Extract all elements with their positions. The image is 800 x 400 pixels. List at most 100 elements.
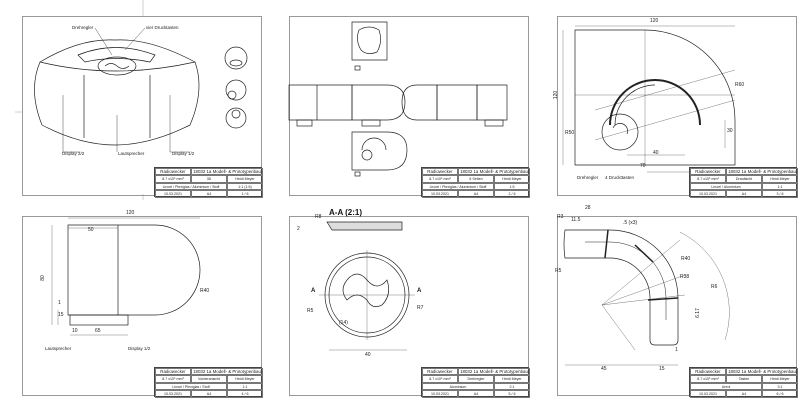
tb-author: Heidi Meyer — [227, 175, 263, 183]
dim-15: 15 — [659, 366, 665, 372]
tb-scale: 2:1 — [494, 383, 530, 390]
label-drehregler: Drehregler — [72, 25, 94, 30]
tb-material: Ureol — [690, 383, 762, 390]
dim-15: 15 — [58, 312, 64, 318]
tb-size: A4 — [191, 190, 227, 198]
radio-3d-drawing — [15, 0, 248, 200]
tb-view: 6 Seiten — [458, 175, 494, 183]
dim-11-5: 11.5 — [571, 217, 581, 223]
section-marker-right: A — [417, 288, 422, 294]
tb-view: Draufsicht — [726, 175, 762, 183]
tb-product: Radiowecker — [690, 168, 726, 175]
tb-material: Linoel / Plexiglas / Aluminium / Stoff — [155, 183, 227, 190]
tb-page: 4 / 6 — [227, 390, 263, 398]
tb-volume: 8.7 x10⁵ mm³ — [155, 375, 191, 383]
tb-view: Drehregler — [458, 375, 494, 383]
label-lautsprecher: Lautsprecher — [45, 346, 72, 351]
tb-author: Heidi Meyer — [494, 175, 530, 183]
tb-volume: 8.7 x10⁵ mm³ — [690, 175, 726, 183]
drawing-frame — [22, 216, 262, 396]
tb-size: A4 — [726, 190, 762, 198]
tb-material: Linoel / Plexiglas / Aluminium / Stoff — [422, 183, 494, 190]
tb-course: 18032 1a Modell- & Prototypenbau — [191, 368, 263, 375]
tb-date: 10.03.2021 — [155, 190, 191, 198]
tb-page: 6 / 6 — [762, 390, 798, 398]
dim-r40: R40 — [681, 256, 691, 262]
tb-author: Heidi Meyer — [494, 375, 530, 383]
label-display-2: Display 2/2 — [62, 151, 85, 156]
sheet-5-knob: A-A (2:1) R8 2 R5 R7 (14) 40 A A Radiowe… — [267, 200, 532, 400]
dim-r6: R6 — [711, 284, 718, 290]
label-display-1: Display 1/2 — [172, 151, 195, 156]
label-drehregler: Drehregler — [577, 175, 599, 180]
dim-40: 40 — [365, 352, 371, 358]
dim-width: 120 — [126, 210, 135, 216]
dim-depth: 120 — [553, 90, 560, 100]
dim-height: 80 — [39, 275, 46, 281]
tb-course: 18032 1a Modell- & Prototypenbau — [458, 168, 530, 175]
dim-r5: R5 — [307, 308, 314, 314]
tb-product: Radiowecker — [155, 368, 191, 375]
label-lautsprecher: Lautsprecher — [118, 151, 145, 156]
dim-r38: R38 — [680, 274, 690, 280]
dim-r5: R5 — [555, 268, 562, 274]
tb-size: A4 — [458, 190, 494, 198]
section-marker-left: A — [311, 288, 316, 294]
dim-10: 10 — [72, 328, 78, 334]
tb-view: Tasten — [726, 375, 762, 383]
dim-45: 45 — [601, 366, 607, 372]
sheet-4-front-view: 120 50 80 R40 10 65 15 1 Lautsprecher Di… — [0, 200, 265, 400]
drawing-frame — [557, 16, 797, 196]
tb-scale: 1:1 — [762, 183, 798, 190]
sheet-1-3d-view: Drehregler vier Drucktasten Display 2/2 … — [0, 0, 265, 200]
tb-date: 10.03.2021 — [690, 190, 726, 198]
drawing-frame — [289, 216, 529, 396]
tb-product: Radiowecker — [690, 368, 726, 375]
tb-scale: 1:1 — [227, 383, 263, 390]
tb-volume: 8.7 x10⁵ mm³ — [422, 175, 458, 183]
tb-size: A4 — [191, 390, 227, 398]
dim-r7: R7 — [417, 305, 424, 311]
drawing-frame — [289, 16, 529, 196]
dim-width: 120 — [650, 18, 659, 24]
tb-course: 18032 1a Modell- & Prototypenbau — [726, 368, 798, 375]
tb-material: Linoel / Plexiglas / Stoff — [155, 383, 227, 390]
dim-70: 70 — [640, 163, 646, 169]
tb-material: Aluminium — [422, 383, 494, 390]
tb-view: 3D — [191, 175, 227, 183]
dim-50: 50 — [88, 227, 94, 233]
tb-product: Radiowecker — [422, 368, 458, 375]
tb-author: Heidi Meyer — [762, 175, 798, 183]
tb-scale: 1:1 (1:5) — [227, 183, 263, 190]
dim-r50: R50 — [565, 130, 575, 136]
dim-r60: R60 — [735, 82, 745, 88]
dim-6-17: 6.17 — [694, 308, 701, 318]
tb-volume: 8.7 x10⁵ mm³ — [155, 175, 191, 183]
buttons-drawing — [563, 229, 730, 366]
dim-1: 1 — [58, 300, 61, 306]
radio-six-views-drawing — [288, 21, 508, 177]
tb-author: Heidi Meyer — [762, 375, 798, 383]
label-display: Display 1/2 — [128, 346, 151, 351]
tb-course: 18032 1a Modell- & Prototypenbau — [458, 368, 530, 375]
tb-course: 18032 1a Modell- & Prototypenbau — [726, 168, 798, 175]
tb-author: Heidi Meyer — [227, 375, 263, 383]
label-druecktasten: vier Drucktasten — [146, 25, 179, 30]
tb-product: Radiowecker — [155, 168, 191, 175]
drawing-frame — [557, 216, 797, 396]
drawing-frame — [22, 16, 262, 196]
section-title: A-A (2:1) — [329, 208, 363, 217]
tb-page: 2 / 6 — [494, 190, 530, 198]
dim-14: (14) — [339, 320, 348, 326]
tb-size: A4 — [458, 390, 494, 398]
tb-date: 10.03.2021 — [690, 390, 726, 398]
dim-2: 2 — [297, 226, 300, 232]
dim-65: 65 — [95, 328, 101, 334]
tb-page: 1 / 6 — [227, 190, 263, 198]
label-druecktasten: 4 Druckttasten — [605, 175, 635, 180]
